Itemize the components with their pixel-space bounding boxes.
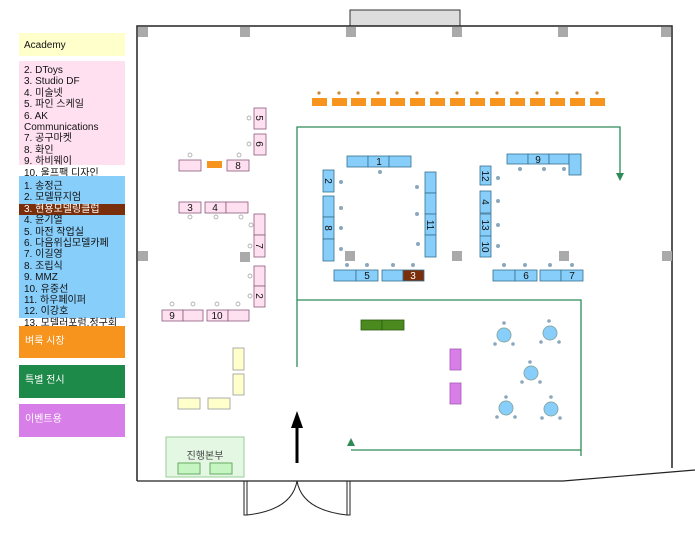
entrance-doors[interactable] <box>243 480 351 516</box>
arrow-down-icon <box>616 173 624 181</box>
legend-item: 8. 조립식 <box>24 260 63 272</box>
columns <box>138 27 672 262</box>
booth-label: 5 <box>364 271 370 282</box>
booth-label: 10 <box>211 311 223 322</box>
legend-item: 10. 유중선 <box>24 283 69 295</box>
legend-item: 11. 하우페이퍼 <box>24 295 86 307</box>
legend-item: 6. 다음위십모델카페 <box>24 238 109 250</box>
booth-label: 9 <box>169 311 175 322</box>
building-wall <box>136 25 673 481</box>
special-exhibit-tables <box>360 319 405 331</box>
round-table-chairs <box>493 319 562 420</box>
legend-item: 9. 하비웨이 <box>24 156 72 168</box>
booth-label: 1 <box>376 157 382 168</box>
legend-item: 5. 마전 작업실 <box>24 226 84 238</box>
booth-label: 3 <box>187 203 193 214</box>
flow-lines <box>296 126 621 456</box>
hq-table <box>209 462 233 475</box>
booth-label: 4 <box>479 199 490 205</box>
chairs <box>169 115 254 307</box>
booth-label: 10 <box>479 241 490 253</box>
legend-item: 12. 이강호 <box>24 306 69 318</box>
legend-item: 13. 모델러포럼,정구회 <box>24 317 118 329</box>
booth-label: 12 <box>479 170 490 182</box>
legend-special-exhibit: 특별 전시 <box>19 365 125 398</box>
building-wall-bottom <box>137 469 695 482</box>
booth-label: 8 <box>322 225 333 231</box>
legend-vendors: 2. DToys 3. Studio DF 4. 미술넷 5. 파인 스케일 6… <box>19 61 125 179</box>
legend-clubs: 1. 송정근 2. 모델뮤지엄 3. 현용모델링클럽 4. 윤기열 5. 마전 … <box>19 176 125 329</box>
legend-event-label: 이벤트용 <box>25 414 62 425</box>
legend-academy-label: Academy <box>24 40 66 51</box>
booth-label: 6 <box>523 271 529 282</box>
legend-flea-market: 벼룩 시장 <box>19 326 125 358</box>
legend-flea-market-label: 벼룩 시장 <box>25 336 65 347</box>
legend-item: 1. 송정근 <box>24 181 63 192</box>
booth-label: 7 <box>569 271 575 282</box>
hq-label: 진행본부 <box>187 450 224 462</box>
booth-label: 2 <box>322 178 333 184</box>
booth-label: 11 <box>424 220 435 231</box>
legend-academy: Academy <box>19 33 125 56</box>
legend-item: 6. AK Communications <box>24 110 99 134</box>
legend-item: 8. 화인 <box>24 144 54 156</box>
legend-item-highlighted: 3. 현용모델링클럽 <box>19 203 125 216</box>
legend-item: 9. MMZ <box>24 272 58 284</box>
legend-item: 5. 파인 스케일 <box>24 99 84 111</box>
legend-item: 7. 이길영 <box>24 249 63 261</box>
club-chairs <box>339 167 574 267</box>
legend-item: 10. 울프팩 디자인 <box>24 167 99 179</box>
legend-item: 2. 모델뮤지엄 <box>24 192 82 204</box>
legend-item: 2. DToys <box>24 65 63 76</box>
arrow-up-icon <box>291 411 303 428</box>
booth-label: 2 <box>253 293 264 299</box>
academy-tables <box>177 347 245 410</box>
event-tables <box>449 348 462 405</box>
legend-item: 4. 윤기열 <box>24 215 63 227</box>
round-tables <box>496 325 559 417</box>
booth-label: 4 <box>212 203 218 214</box>
booth-label: 5 <box>253 115 264 121</box>
stage <box>349 9 461 27</box>
hq-table <box>177 462 201 475</box>
legend-item: 3. Studio DF <box>24 76 80 88</box>
legend-special-exhibit-label: 특별 전시 <box>25 375 65 386</box>
booth-label: 6 <box>253 141 264 147</box>
club-booths <box>322 153 584 282</box>
arrow-up-icon <box>347 438 355 446</box>
legend-event: 이벤트용 <box>19 404 125 437</box>
legend-item: 4. 미술넷 <box>24 87 63 99</box>
booth-label: 9 <box>535 155 541 166</box>
legend-item: 7. 공구마켓 <box>24 133 72 145</box>
booth-label-highlighted: 3 <box>410 271 416 282</box>
booth-label: 13 <box>479 219 490 231</box>
flea-market-tables <box>312 91 605 106</box>
booth-label: 8 <box>235 161 241 172</box>
booth-label: 7 <box>253 243 264 249</box>
vendor-booths <box>161 107 267 322</box>
